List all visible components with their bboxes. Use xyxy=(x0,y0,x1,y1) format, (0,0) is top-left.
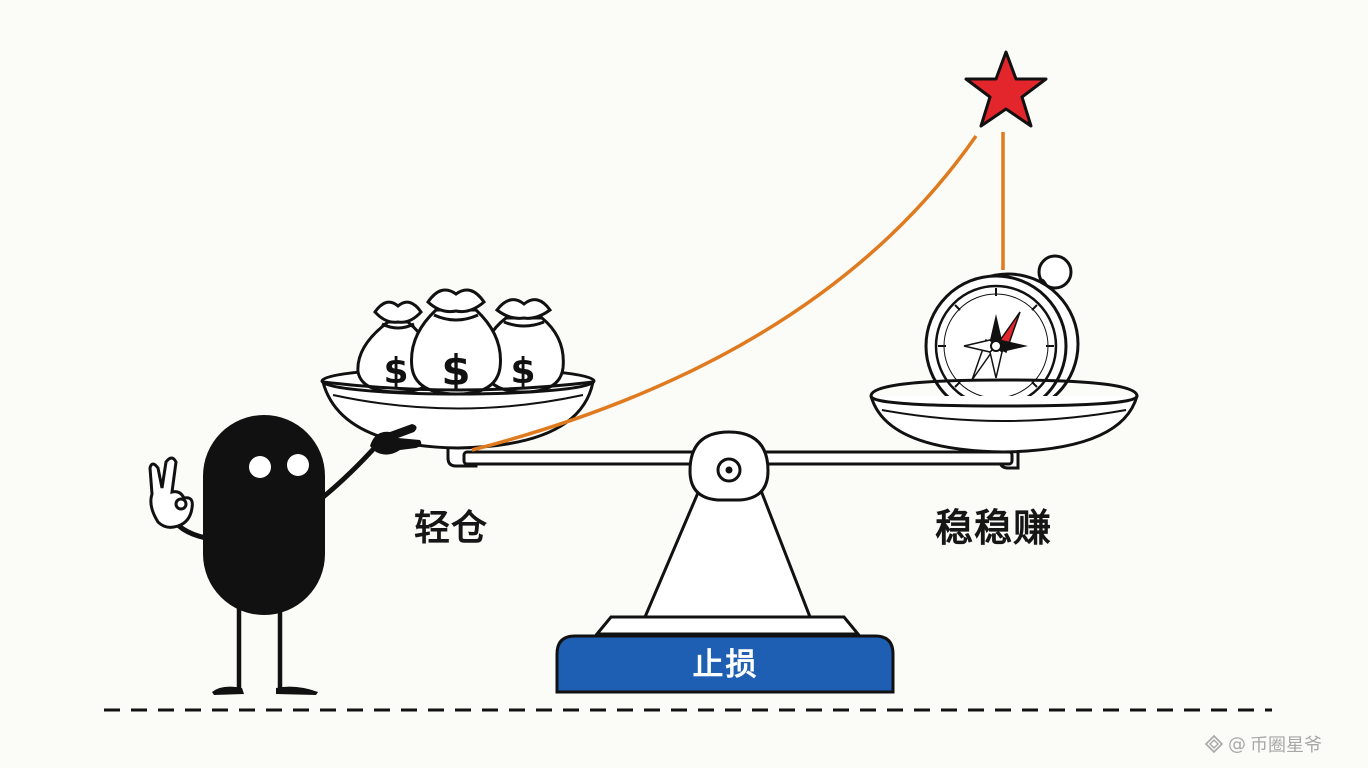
money-bag-icon: $ $ $ xyxy=(356,288,565,396)
steady-profit-label: 稳稳赚 xyxy=(935,506,1053,550)
compass-icon xyxy=(924,254,1080,418)
scale-pivot xyxy=(688,430,770,502)
star-icon xyxy=(964,50,1048,128)
stick-figure-character xyxy=(148,415,422,695)
watermark: @ 币圈星爷 xyxy=(1204,733,1322,756)
light-position-label: 轻仓 xyxy=(414,508,489,549)
stop-loss-label: 止损 xyxy=(692,647,759,683)
svg-text:$: $ xyxy=(383,351,408,392)
watermark-at: @ xyxy=(1228,733,1246,755)
stop-loss-base-block xyxy=(555,634,895,694)
svg-text:$: $ xyxy=(441,346,470,395)
ok-hand-gesture xyxy=(148,456,194,529)
scale-stand xyxy=(642,486,813,619)
logo-icon xyxy=(1204,734,1224,754)
right-pan-bowl xyxy=(869,378,1139,454)
scale-base xyxy=(555,615,895,694)
svg-text:$: $ xyxy=(510,351,535,392)
growth-curve xyxy=(471,134,978,452)
watermark-author: 币圈星爷 xyxy=(1250,735,1322,756)
